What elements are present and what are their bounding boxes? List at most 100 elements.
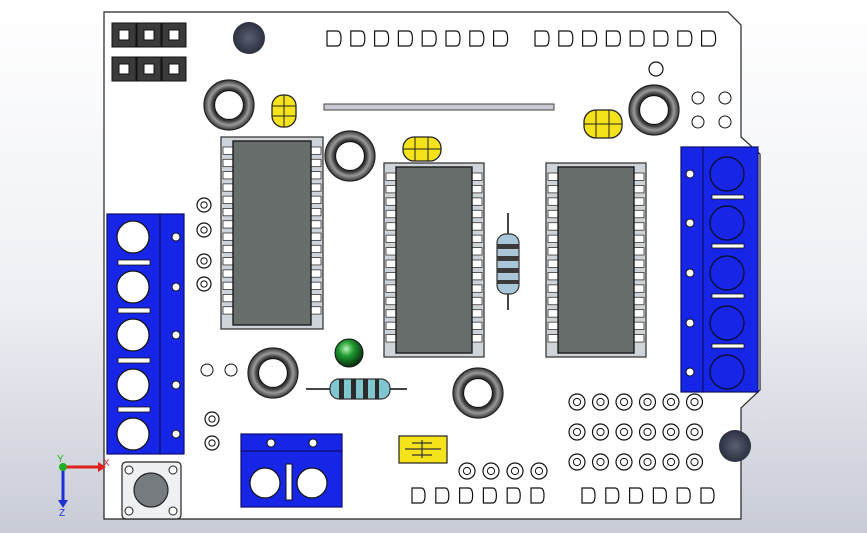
terminal-block-right[interactable] (680, 146, 759, 393)
pin-header-2x3[interactable] (111, 22, 187, 82)
terminal-divider (711, 194, 745, 200)
spacer-ring-hole (638, 94, 670, 126)
capacitor-c3[interactable] (583, 109, 623, 139)
pad-hole (666, 397, 676, 407)
pad-hole (200, 201, 208, 209)
ic-pin (310, 232, 322, 241)
terminal-divider (117, 406, 151, 413)
led-green[interactable] (334, 338, 364, 368)
terminal-divider (117, 259, 151, 266)
terminal-block-bottom[interactable] (240, 433, 343, 508)
capacitor-c2[interactable] (402, 136, 442, 162)
pad-hole (666, 457, 676, 467)
ic-body (395, 166, 473, 354)
ic-chip-u2[interactable] (383, 162, 485, 358)
terminal-block-left[interactable] (106, 213, 185, 455)
header-pad (469, 30, 485, 47)
ic-pin (310, 183, 322, 192)
ic-pin (310, 294, 322, 303)
ic-pin (633, 247, 645, 256)
ic-pin (547, 296, 559, 306)
resistor-vertical[interactable] (496, 213, 520, 310)
pad-hole (208, 415, 216, 423)
header-pin (143, 29, 155, 41)
ic-pin (547, 272, 559, 281)
pad-hole (596, 457, 605, 467)
ic-pin (222, 269, 234, 278)
pad-hole (200, 257, 208, 265)
ic-pin (310, 257, 322, 266)
ic-pin (385, 309, 397, 318)
ic-pin (633, 272, 645, 281)
ic-chip-u3[interactable] (545, 162, 647, 358)
header-row-top-right (534, 30, 717, 47)
ic-pin (310, 171, 322, 180)
ic-pin (310, 306, 322, 315)
ic-pin (385, 222, 397, 231)
reset-push-button[interactable] (121, 461, 182, 520)
ic-pin (471, 272, 483, 281)
pad-hole (486, 466, 496, 476)
pad-hole (643, 457, 652, 467)
ic-pin (471, 309, 483, 318)
header-row-bottom-left (411, 487, 545, 504)
pad-hole (690, 397, 699, 407)
ic-pin (547, 334, 559, 343)
z-axis-label: Z (59, 508, 65, 519)
ic-pin (547, 247, 559, 256)
spacer-ring-hole (334, 140, 366, 172)
spacer-ring-hole (213, 89, 245, 121)
ic-pin (385, 209, 397, 219)
header-pad (493, 30, 509, 47)
pad-hole (690, 457, 699, 467)
ic-pin (222, 195, 234, 204)
terminal-screw-hole (116, 368, 150, 402)
ic-pin (547, 209, 559, 219)
terminal-screw-hole (709, 305, 745, 341)
ic-pin (222, 257, 234, 266)
ic-chip-u1[interactable] (220, 136, 324, 330)
ic-pin (310, 158, 322, 168)
pad (200, 363, 214, 377)
ic-pin (385, 321, 397, 330)
header-row-top-left (326, 30, 509, 47)
ic-pin (310, 208, 322, 217)
terminal-divider (711, 343, 745, 349)
terminal-pin-hole (171, 282, 181, 292)
pad-hole (619, 457, 629, 467)
ic-pin (310, 281, 322, 290)
pad-hole (643, 397, 652, 407)
header-pin-block (111, 56, 137, 82)
ic-pin (633, 234, 645, 243)
terminal-pin-hole (171, 380, 181, 390)
pad-hole (619, 397, 629, 407)
ic-pin (222, 146, 234, 155)
pad (224, 363, 238, 377)
pad (691, 91, 705, 105)
ic-pin (222, 208, 234, 217)
ic-pin (471, 185, 483, 194)
header-pad (435, 487, 450, 504)
pad-hole (200, 280, 208, 288)
ic-pin (633, 185, 645, 194)
jumper-yellow[interactable] (398, 435, 448, 464)
x-axis-label: X (103, 458, 110, 469)
pad-hole (208, 439, 216, 447)
coordinate-triad: X Y Z (57, 454, 110, 519)
ic-pin (547, 284, 559, 293)
header-pad (445, 30, 461, 47)
ic-pin (385, 296, 397, 306)
ic-pin (633, 296, 645, 306)
ic-pin (222, 171, 234, 180)
ic-pin (471, 296, 483, 306)
header-pad (582, 30, 598, 47)
spacer-ring-hole (462, 377, 494, 409)
resistor-horizontal[interactable] (306, 378, 407, 400)
header-pad (326, 30, 342, 47)
capacitor-c1[interactable] (271, 94, 297, 128)
header-pad (629, 487, 644, 504)
terminal-screw-hole (116, 417, 150, 451)
ic-pin (633, 172, 645, 181)
pad-hole (619, 427, 629, 437)
